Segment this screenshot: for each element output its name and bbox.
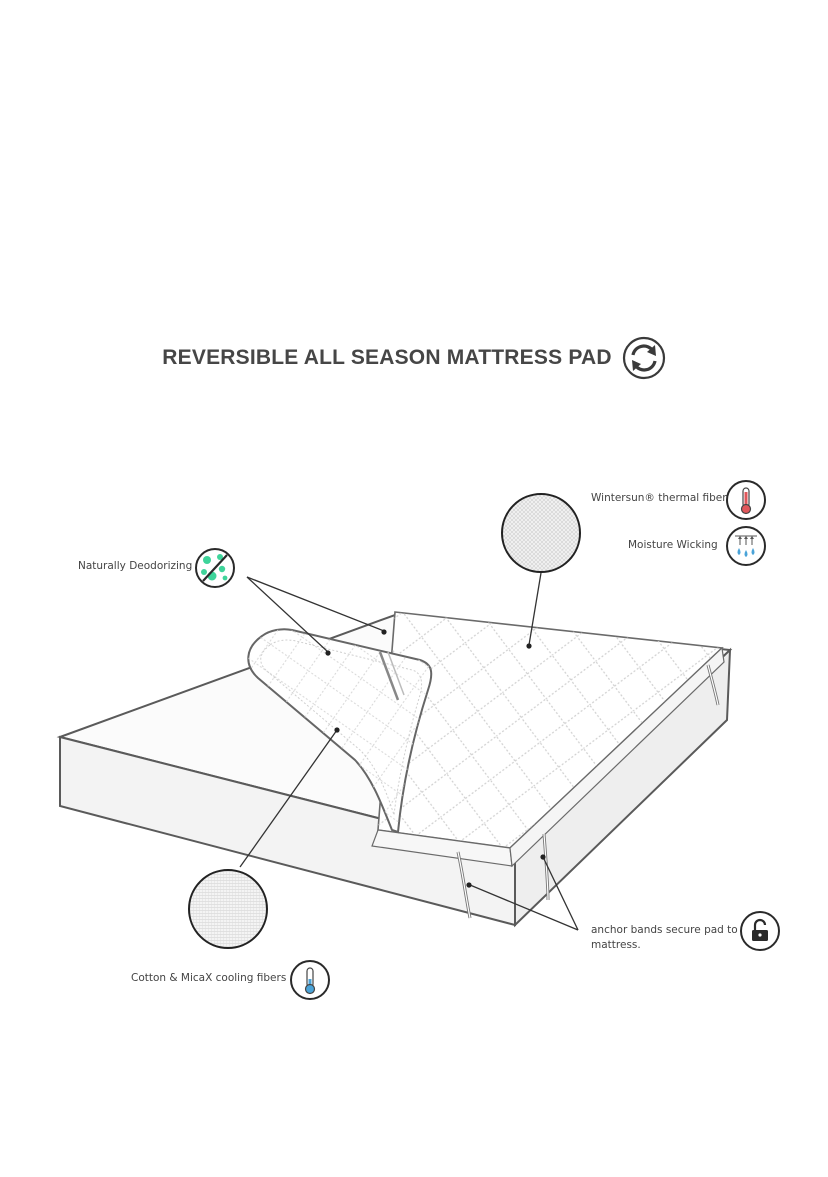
label-cotton-micax: Cotton & MicaX cooling fibers bbox=[131, 972, 287, 984]
mattress-pad bbox=[371, 611, 725, 919]
no-bacteria-icon bbox=[195, 548, 235, 588]
callout-lines bbox=[239, 572, 579, 931]
title-row: REVERSIBLE ALL SEASON MATTRESS PAD bbox=[0, 332, 828, 384]
label-anchor-bands: anchor bands secure pad to mattress. bbox=[591, 924, 738, 951]
reverse-arrows-icon bbox=[622, 336, 665, 380]
label-naturally-deodorizing: Naturally Deodorizing bbox=[78, 560, 193, 572]
thermometer-cool-icon bbox=[290, 960, 330, 1000]
swatch-cotton-fabric bbox=[188, 869, 268, 949]
unlocked-padlock-icon bbox=[740, 911, 780, 951]
label-wintersun: Wintersun® thermal fiber. bbox=[591, 492, 729, 504]
page-title: REVERSIBLE ALL SEASON MATTRESS PAD bbox=[162, 346, 612, 369]
moisture-wicking-icon bbox=[726, 526, 766, 566]
callout-dots bbox=[325, 629, 546, 888]
thermometer-warm-icon bbox=[726, 480, 766, 520]
label-moisture-wicking: Moisture Wicking bbox=[628, 539, 718, 551]
swatch-winter-fabric bbox=[501, 493, 581, 573]
pad-peeled-flap bbox=[247, 628, 433, 834]
